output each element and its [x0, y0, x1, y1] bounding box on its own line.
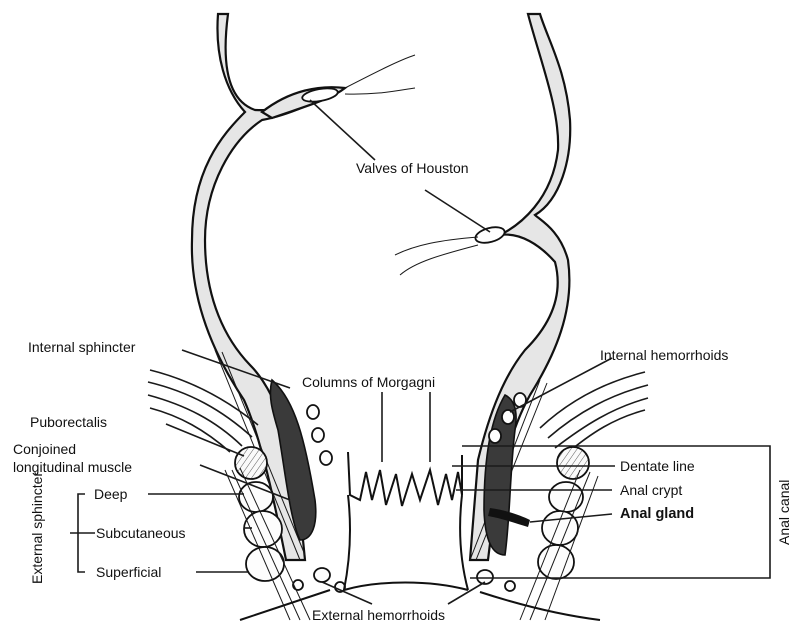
right-external-sphincter	[520, 470, 598, 620]
label-internal-sphincter: Internal sphincter	[28, 339, 136, 355]
right-puborectalis	[557, 447, 589, 479]
label-deep: Deep	[94, 486, 128, 502]
upper-valve	[262, 55, 415, 118]
label-valves-of-houston: Valves of Houston	[356, 160, 469, 176]
left-puborectalis	[235, 447, 267, 479]
label-puborectalis: Puborectalis	[30, 414, 107, 430]
label-columns-of-morgagni: Columns of Morgagni	[302, 374, 435, 390]
label-conjoined-line1: Conjoined	[13, 441, 76, 457]
label-subcutaneous: Subcutaneous	[96, 525, 186, 541]
label-anal-canal: Anal canal	[776, 480, 792, 545]
label-internal-hemorrhoids: Internal hemorrhoids	[600, 347, 728, 363]
label-superficial: Superficial	[96, 564, 161, 580]
label-anal-crypt: Anal crypt	[620, 482, 682, 498]
label-external-sphincter: External sphincter	[29, 472, 45, 584]
label-external-hemorrhoids: External hemorrhoids	[312, 607, 445, 623]
label-anal-gland: Anal gland	[620, 506, 694, 522]
label-dentate-line: Dentate line	[620, 458, 695, 474]
